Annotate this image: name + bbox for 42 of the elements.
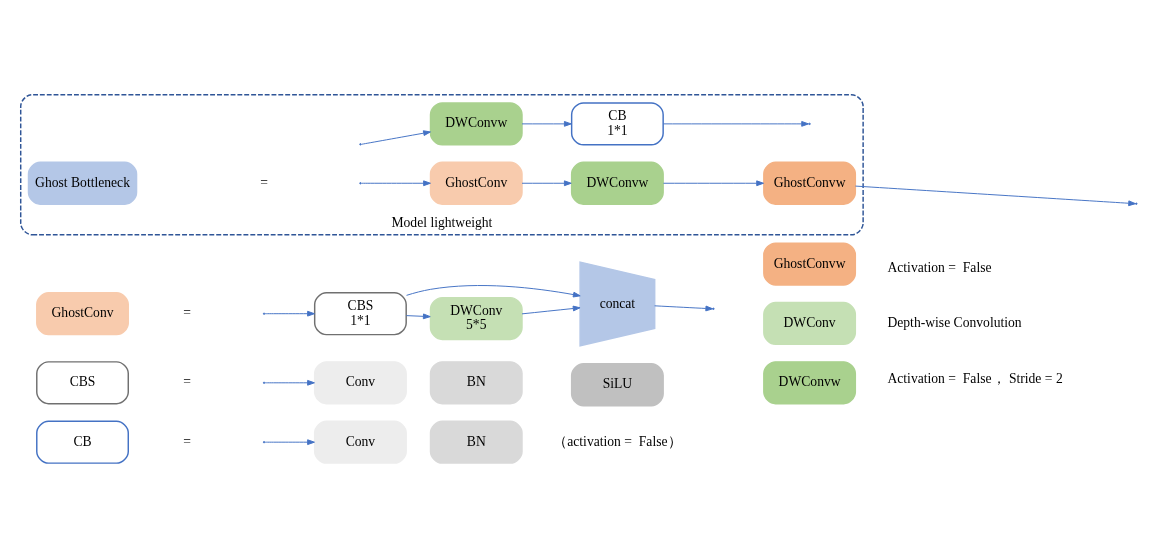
arrow bbox=[264, 438, 315, 445]
arrow bbox=[662, 120, 810, 127]
node-box: CBS bbox=[36, 360, 129, 404]
node-box: BN bbox=[429, 420, 523, 464]
node-box: CB bbox=[36, 420, 129, 464]
node-box: GhostConv bbox=[36, 291, 129, 335]
node-box: DWConvw bbox=[570, 161, 664, 205]
label: = bbox=[260, 174, 268, 190]
node-box: BN bbox=[429, 360, 523, 404]
label: = bbox=[183, 373, 192, 389]
node-box: Ghost Bottleneck bbox=[27, 161, 138, 205]
node-box: CB 1*1 bbox=[570, 101, 664, 146]
label: （activation = False） bbox=[553, 433, 682, 449]
node-label: Depth-wise Convolution bbox=[887, 314, 1022, 330]
node-box: Conv bbox=[313, 360, 407, 404]
node-box: DWConv 5*5 bbox=[429, 296, 523, 340]
node-box: SiLU bbox=[570, 362, 664, 406]
arrow bbox=[654, 304, 714, 311]
node-box: GhostConvw bbox=[763, 241, 857, 286]
node-box: CBS 1*1 bbox=[313, 291, 407, 335]
node-box: GhostConvw bbox=[763, 161, 857, 205]
arrow bbox=[521, 179, 572, 186]
node-label: Activation = False bbox=[887, 259, 992, 275]
arrow bbox=[264, 310, 315, 317]
node-box: DWConv bbox=[763, 301, 857, 345]
node-label: Activation = False， Stride = 2 bbox=[887, 370, 1063, 386]
label: = bbox=[183, 433, 192, 449]
node-box: concat bbox=[579, 260, 656, 347]
arrow bbox=[405, 312, 431, 319]
arrow bbox=[662, 179, 764, 186]
arrow bbox=[361, 129, 431, 145]
label: = bbox=[183, 304, 192, 320]
arrow bbox=[521, 305, 581, 314]
node-box: GhostConv bbox=[429, 161, 523, 205]
node-box: DWConvw bbox=[429, 101, 523, 146]
arrow bbox=[521, 120, 572, 127]
arrow bbox=[361, 179, 431, 186]
node-box: Conv bbox=[313, 420, 407, 464]
arrow bbox=[264, 379, 315, 386]
node-box: DWConvw bbox=[763, 360, 857, 404]
arrow bbox=[854, 185, 1136, 206]
arrow bbox=[406, 284, 581, 297]
